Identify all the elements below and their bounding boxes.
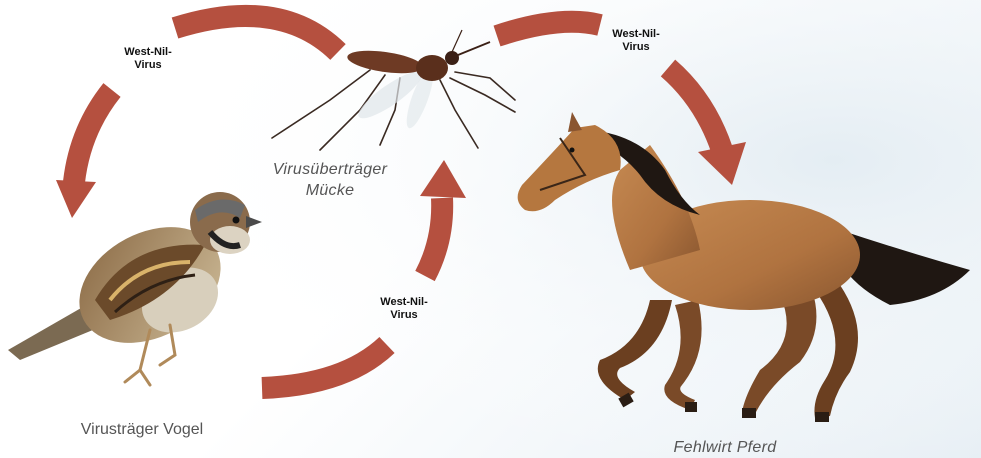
arrow-label-line: Virus <box>108 59 188 72</box>
arrow-label-line: West-Nil- <box>596 28 676 41</box>
caption-line: Mücke <box>255 180 405 201</box>
caption-mosquito: Virusüberträger Mücke <box>255 159 405 201</box>
arrow-label-bottom: West-Nil- Virus <box>364 296 444 322</box>
arrow-label-line: Virus <box>364 309 444 322</box>
caption-line: Virusüberträger <box>255 159 405 180</box>
arrow-label-top-left: West-Nil- Virus <box>108 46 188 72</box>
arrow-label-line: West-Nil- <box>108 46 188 59</box>
arrow-label-line: West-Nil- <box>364 296 444 309</box>
arrow-label-line: Virus <box>596 41 676 54</box>
arrow-label-top-right: West-Nil- Virus <box>596 28 676 54</box>
caption-horse: Fehlwirt Pferd <box>650 439 800 457</box>
caption-bird: Virusträger Vogel <box>42 421 242 439</box>
